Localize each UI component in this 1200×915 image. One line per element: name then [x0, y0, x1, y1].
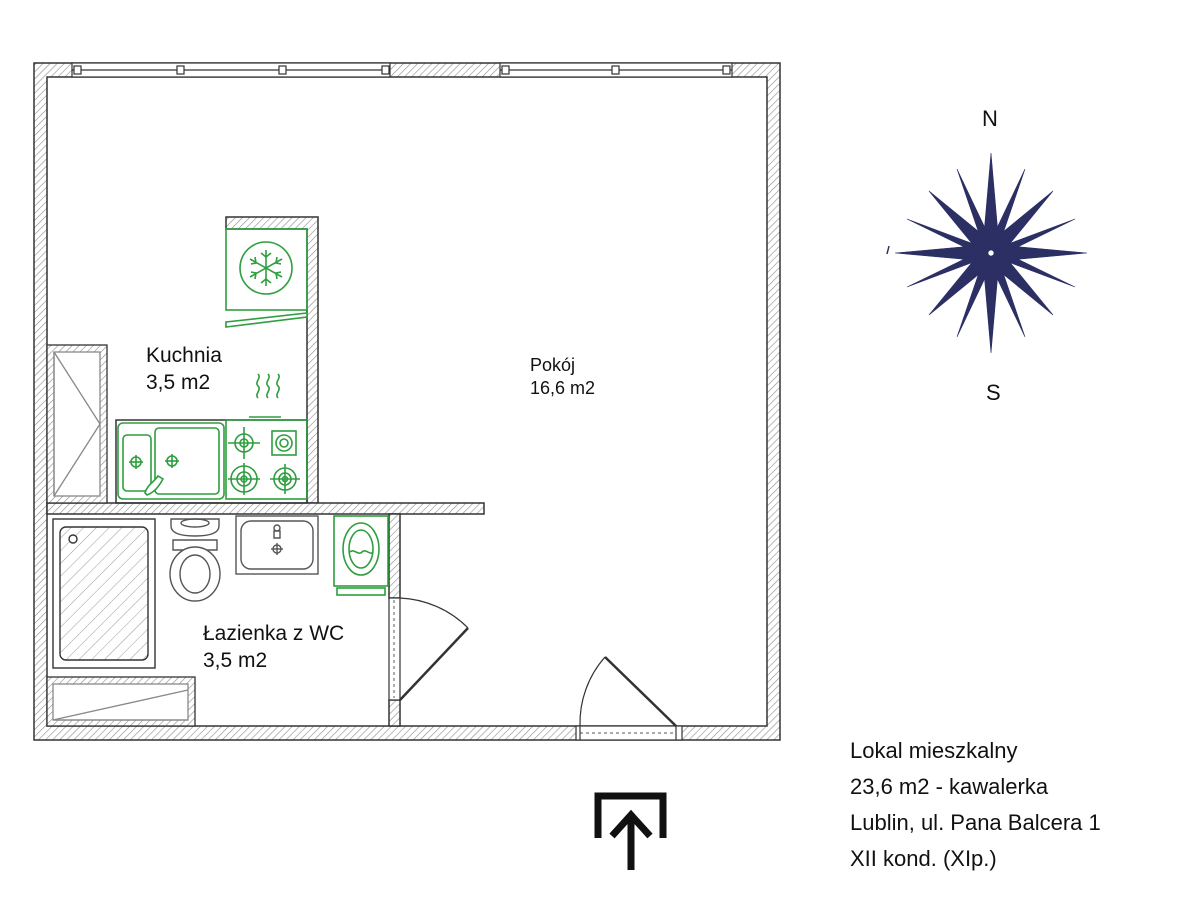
info-line-type: Lokal mieszkalny	[850, 738, 1018, 763]
kitchen-label: Kuchnia 3,5 m2	[146, 342, 222, 397]
window-top-left	[71, 62, 391, 78]
compass-rose-icon	[894, 152, 1088, 354]
bathroom-door	[388, 597, 469, 701]
compass-south-label: S	[986, 380, 1001, 405]
entrance-door	[575, 656, 683, 741]
kitchen-wall-shaft	[46, 344, 108, 504]
fridge	[225, 228, 308, 328]
room-label: Pokój 16,6 m2	[530, 354, 595, 401]
bathroom-wall-shaft	[46, 676, 196, 727]
info-line-address: Lublin, ul. Pana Balcera 1	[850, 810, 1101, 835]
apartment-info: Lokal mieszkalny 23,6 m2 - kawalerka Lub…	[850, 733, 1101, 877]
bathroom-sink	[235, 515, 319, 575]
window-top-right	[499, 62, 733, 78]
bathroom-name: Łazienka z WC	[203, 622, 345, 645]
toilet	[169, 518, 221, 602]
kitchen-sink	[117, 422, 225, 500]
info-line-floor: XII kond. (XIp.)	[850, 846, 997, 871]
compass-tick	[886, 245, 890, 255]
info-line-area: 23,6 m2 - kawalerka	[850, 774, 1049, 799]
washing-machine	[333, 515, 389, 596]
room-name: Pokój	[530, 355, 576, 375]
kitchen-area: 3,5 m2	[146, 371, 211, 395]
kitchen-stove	[225, 373, 308, 500]
bathroom-label: Łazienka z WC 3,5 m2	[203, 620, 344, 675]
bathtub	[52, 518, 156, 669]
compass-north-label: N	[982, 106, 998, 131]
kitchen-name: Kuchnia	[146, 344, 222, 367]
room-area: 16,6 m2	[530, 378, 596, 399]
entrance-arrow-icon	[594, 792, 667, 870]
bathroom-area: 3,5 m2	[203, 649, 268, 673]
